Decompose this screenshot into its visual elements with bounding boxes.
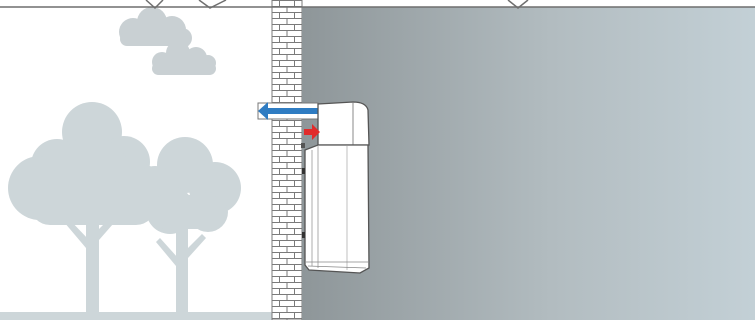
cloud-icon [152, 41, 216, 75]
arrow-right-icon [304, 124, 320, 140]
heat-pump-unit [301, 101, 370, 274]
room-interior [302, 7, 755, 320]
tree-icon [131, 137, 241, 320]
brick-wall [271, 0, 303, 320]
ground [0, 312, 273, 320]
cloud-icon [119, 7, 192, 48]
roof-structure [0, 0, 755, 10]
arrow-left-icon [258, 102, 318, 120]
